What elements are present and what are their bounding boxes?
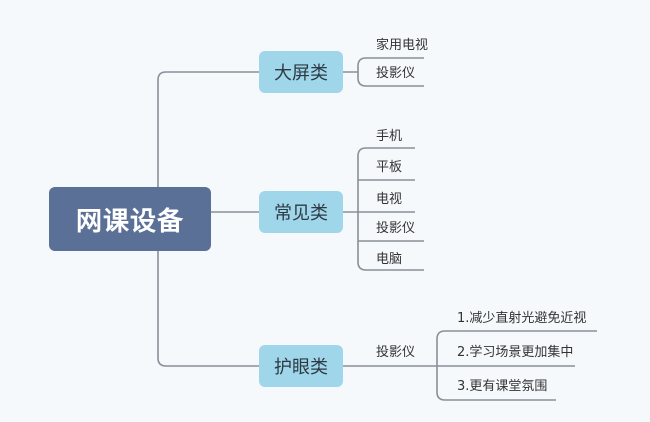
connector-branch-2-children xyxy=(343,147,424,271)
connector-sub-children xyxy=(436,330,597,401)
leaf-projector[interactable]: 投影仪 xyxy=(376,221,416,236)
branch-topic-big-screen[interactable]: 大屏类 xyxy=(259,51,343,93)
branch-topic-eye-care[interactable]: 护眼类 xyxy=(259,345,343,387)
sub-leaf-reduce-glare[interactable]: 1.减少直射光避免近视 xyxy=(457,311,587,326)
leaf-computer[interactable]: 电脑 xyxy=(376,252,403,267)
leaf-tv[interactable]: 电视 xyxy=(376,192,403,207)
connector-branch-1-children xyxy=(343,57,424,87)
leaf-phone[interactable]: 手机 xyxy=(376,129,403,144)
leaf-tablet[interactable]: 平板 xyxy=(376,160,403,175)
leaf-projector[interactable]: 投影仪 xyxy=(376,66,416,81)
root-topic[interactable]: 网课设备 xyxy=(49,187,211,251)
connector-root-branch-1 xyxy=(157,71,259,187)
sub-leaf-classroom-atmosphere[interactable]: 3.更有课堂氛围 xyxy=(457,379,548,394)
connector-root-branch-3 xyxy=(157,251,259,367)
leaf-home-tv[interactable]: 家用电视 xyxy=(376,38,429,53)
sub-leaf-focus[interactable]: 2.学习场景更加集中 xyxy=(457,345,574,360)
branch-topic-common[interactable]: 常见类 xyxy=(259,191,343,233)
leaf-projector[interactable]: 投影仪 xyxy=(376,345,416,360)
